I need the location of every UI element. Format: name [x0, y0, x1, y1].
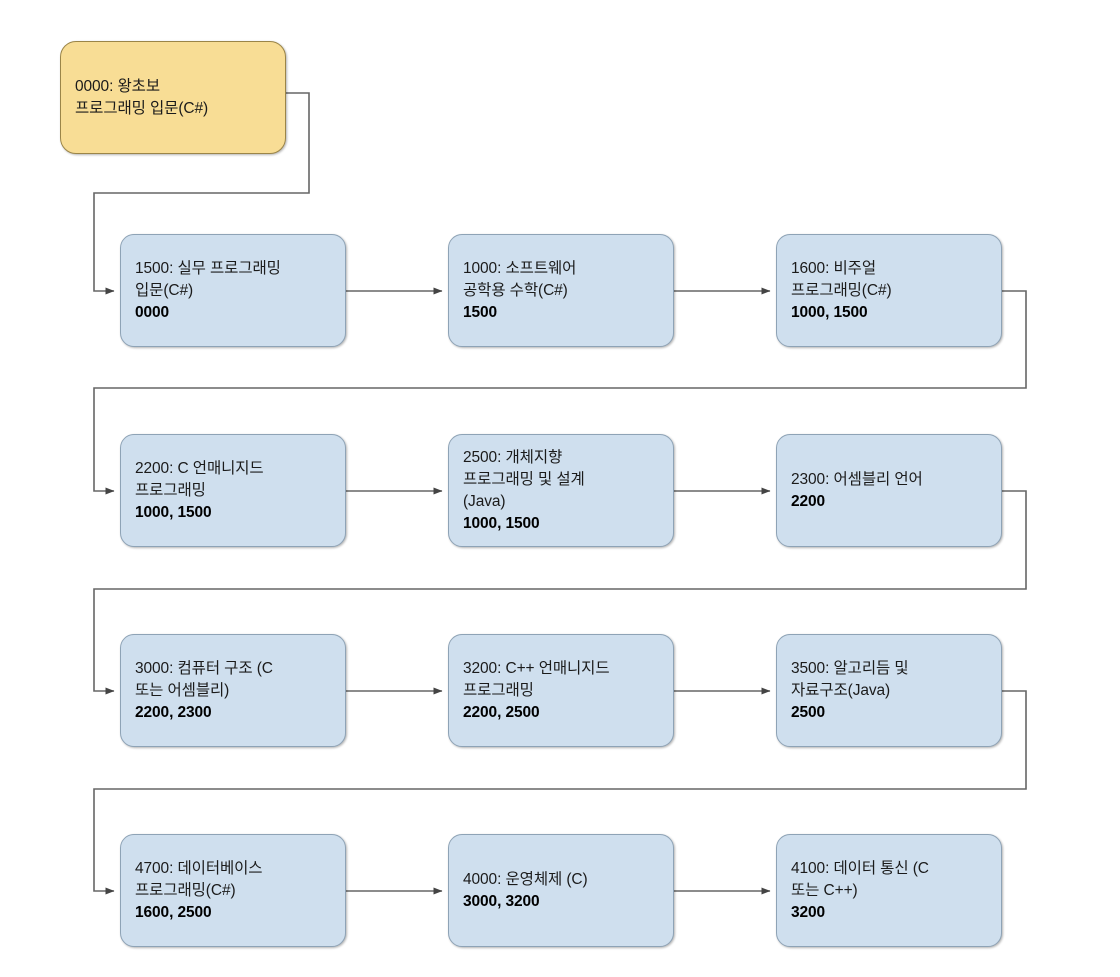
course-title-3000: 3000: 컴퓨터 구조 (C 또는 어셈블리) — [135, 659, 273, 699]
course-node-2200[interactable]: 2200: C 언매니지드 프로그래밍 1000, 1500 — [120, 434, 346, 547]
course-title-4700: 4700: 데이터베이스 프로그래밍(C#) — [135, 859, 263, 899]
course-prereq-2500: 1000, 1500 — [463, 514, 540, 532]
course-prereq-3000: 2200, 2300 — [135, 703, 212, 721]
course-prereq-2200: 1000, 1500 — [135, 503, 212, 521]
course-prereq-2300: 2200 — [791, 492, 826, 510]
course-node-4100[interactable]: 4100: 데이터 통신 (C 또는 C++) 3200 — [776, 834, 1002, 947]
course-prereq-4000: 3000, 3200 — [463, 892, 540, 910]
course-prereq-4100: 3200 — [791, 903, 826, 921]
course-title-2500: 2500: 개체지향 프로그래밍 및 설계 (Java) — [463, 448, 585, 510]
course-title-3200: 3200: C++ 언매니지드 프로그래밍 — [463, 659, 610, 699]
course-prereq-3500: 2500 — [791, 703, 826, 721]
course-node-2300[interactable]: 2300: 어셈블리 언어 2200 — [776, 434, 1002, 547]
course-title-4000: 4000: 운영체제 (C) — [463, 870, 588, 888]
course-node-3500[interactable]: 3500: 알고리듬 및 자료구조(Java) 2500 — [776, 634, 1002, 747]
course-node-1500[interactable]: 1500: 실무 프로그래밍 입문(C#) 0000 — [120, 234, 346, 347]
course-prereq-3200: 2200, 2500 — [463, 703, 540, 721]
course-title-1500: 1500: 실무 프로그래밍 입문(C#) — [135, 259, 281, 299]
course-title-4100: 4100: 데이터 통신 (C 또는 C++) — [791, 859, 929, 899]
course-node-2500[interactable]: 2500: 개체지향 프로그래밍 및 설계 (Java) 1000, 1500 — [448, 434, 674, 547]
course-title-1000: 1000: 소프트웨어 공학용 수학(C#) — [463, 259, 577, 299]
course-prereq-1600: 1000, 1500 — [791, 303, 868, 321]
course-title-2300: 2300: 어셈블리 언어 — [791, 470, 923, 488]
course-node-0000[interactable]: 0000: 왕초보 프로그래밍 입문(C#) — [60, 41, 286, 154]
course-title-3500: 3500: 알고리듬 및 자료구조(Java) — [791, 659, 909, 699]
course-prereq-1000: 1500 — [463, 303, 498, 321]
course-node-4000[interactable]: 4000: 운영체제 (C) 3000, 3200 — [448, 834, 674, 947]
course-prereq-4700: 1600, 2500 — [135, 903, 212, 921]
course-node-4700[interactable]: 4700: 데이터베이스 프로그래밍(C#) 1600, 2500 — [120, 834, 346, 947]
course-node-3000[interactable]: 3000: 컴퓨터 구조 (C 또는 어셈블리) 2200, 2300 — [120, 634, 346, 747]
course-title-2200: 2200: C 언매니지드 프로그래밍 — [135, 459, 264, 499]
course-node-1600[interactable]: 1600: 비주얼 프로그래밍(C#) 1000, 1500 — [776, 234, 1002, 347]
course-title-0000: 0000: 왕초보 프로그래밍 입문(C#) — [75, 77, 209, 117]
course-prereq-1500: 0000 — [135, 303, 170, 321]
course-title-1600: 1600: 비주얼 프로그래밍(C#) — [791, 259, 892, 299]
course-node-3200[interactable]: 3200: C++ 언매니지드 프로그래밍 2200, 2500 — [448, 634, 674, 747]
course-node-1000[interactable]: 1000: 소프트웨어 공학용 수학(C#) 1500 — [448, 234, 674, 347]
